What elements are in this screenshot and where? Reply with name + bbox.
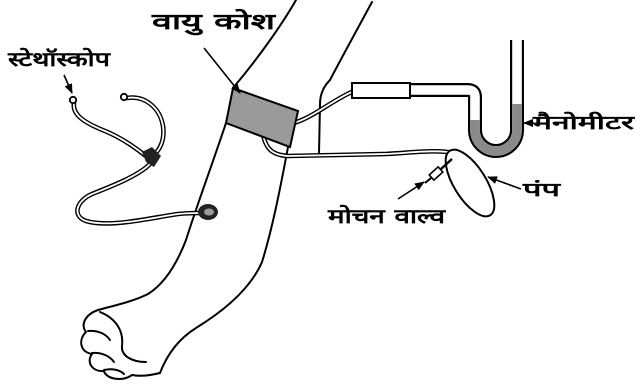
tube-bore (126, 96, 165, 158)
tube-bore (261, 129, 449, 157)
manometer (351, 40, 524, 158)
tube-bore (73, 102, 148, 158)
stethoscope-main-tube (75, 161, 203, 226)
label-manometer: मैनोमीटर (531, 111, 636, 134)
valve-screw (424, 177, 432, 184)
forearm-right-edge (159, 146, 289, 374)
pump-arrow (487, 176, 522, 190)
tube-bore (76, 163, 201, 225)
label-air-bag: वायु कोश (150, 8, 276, 36)
upper-arm-left-edge (232, 0, 297, 89)
left-earpiece (68, 95, 78, 105)
right-earpiece (119, 92, 129, 102)
valve-body (428, 165, 444, 182)
stethoscope-chest-piece (198, 204, 218, 220)
mercury-column (470, 104, 522, 156)
label-release-valve: मोचन वाल्व (327, 204, 447, 228)
arm (80, 0, 373, 380)
upper-arm-right-edge (318, 1, 373, 154)
air-bag-cuff (224, 86, 300, 149)
forearm-left-edge-and-fist (80, 122, 227, 380)
release-valve-arrow (397, 181, 425, 200)
cuff-to-pump-tube (259, 127, 451, 159)
chest-piece-diaphragm (204, 208, 214, 216)
stethoscope-y-junction (142, 147, 161, 167)
valve-stem (440, 158, 453, 170)
label-stethoscope: स्टेथॉस्कोप (7, 47, 113, 71)
stethoscope-arrow (63, 74, 73, 94)
stethoscope (68, 92, 218, 226)
label-pump: पंप (521, 179, 562, 201)
stethoscope-left-binaural-tube (71, 100, 150, 160)
finger-creases (87, 329, 125, 375)
hose-connector (351, 82, 411, 99)
thumb (99, 311, 147, 363)
pump-bulb (444, 148, 496, 218)
release-valve (424, 158, 453, 184)
air-bag-arrow (203, 47, 241, 94)
label-arrows (63, 47, 534, 200)
stethoscope-right-binaural-tube (124, 95, 166, 160)
